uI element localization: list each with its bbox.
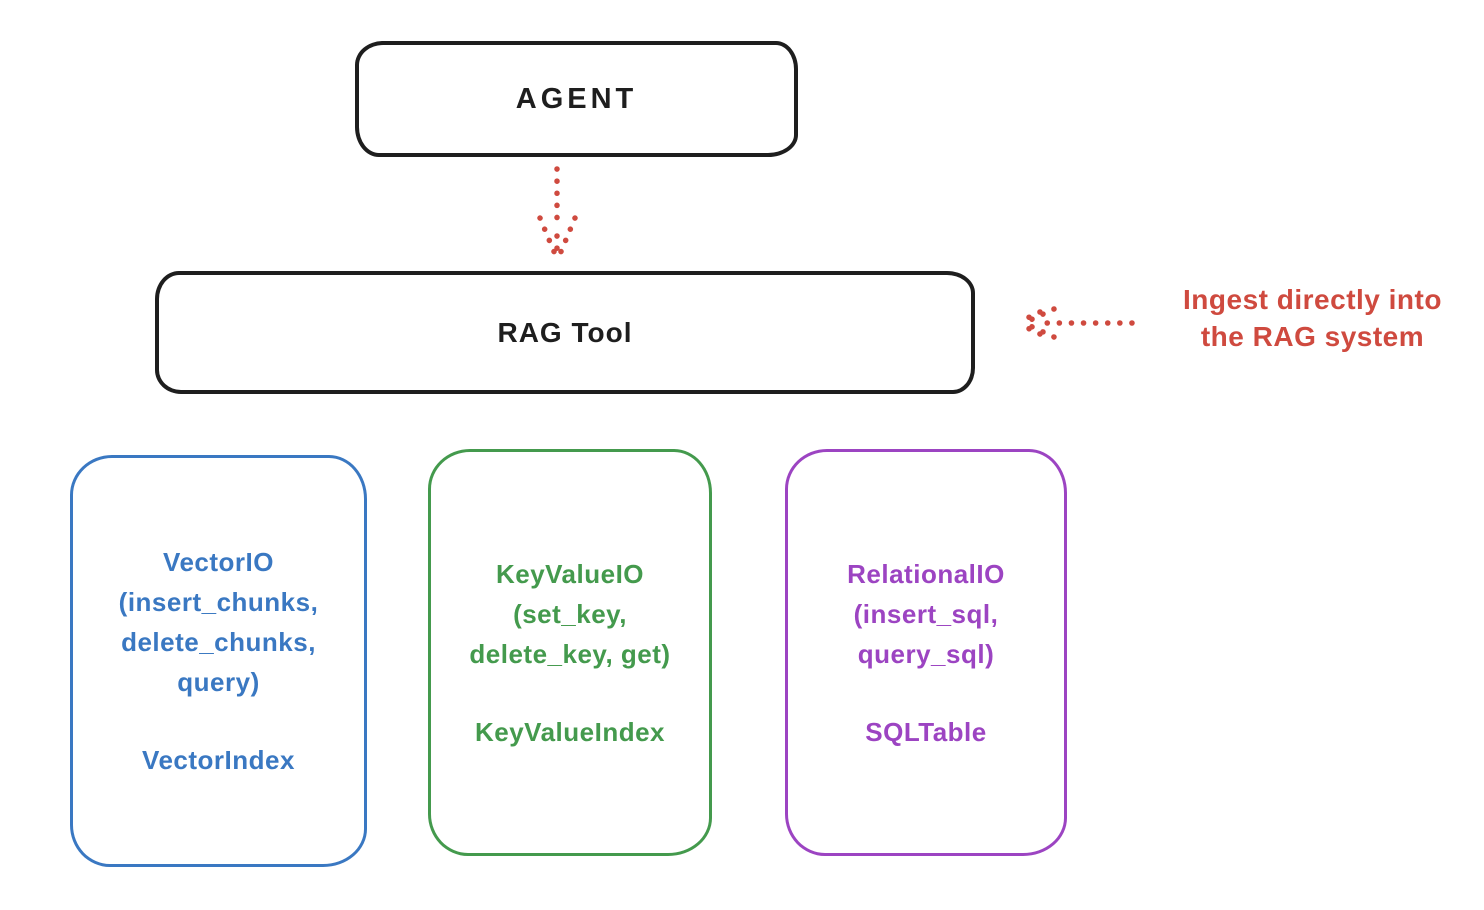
vector-io-line: query) bbox=[177, 667, 260, 697]
vector-io-box: VectorIO (insert_chunks, delete_chunks, … bbox=[70, 455, 367, 867]
agent-label: AGENT bbox=[515, 82, 638, 115]
keyvalue-io-line: delete_key, get) bbox=[469, 638, 671, 669]
vector-io-line: VectorIO bbox=[163, 547, 274, 577]
relational-io-line: RelationalIO bbox=[847, 558, 1005, 589]
relational-io-line: query_sql) bbox=[857, 638, 995, 669]
agent-to-ragtool-arrow-icon bbox=[537, 166, 578, 262]
ingest-annotation-line2: the RAG system bbox=[1200, 321, 1425, 352]
keyvalue-index-label: KeyValueIndex bbox=[474, 716, 666, 747]
rag-tool-label: RAG Tool bbox=[497, 316, 633, 348]
keyvalue-io-line: KeyValueIO bbox=[495, 558, 645, 589]
rag-tool-box: RAG Tool bbox=[155, 271, 975, 394]
ingest-annotation-line1: Ingest directly into bbox=[1183, 284, 1442, 315]
keyvalue-io-box: KeyValueIO (set_key, delete_key, get) Ke… bbox=[428, 449, 712, 856]
vector-io-line: delete_chunks, bbox=[121, 627, 316, 657]
keyvalue-io-line: (set_key, bbox=[513, 598, 627, 629]
relational-io-box: RelationalIO (insert_sql, query_sql) SQL… bbox=[785, 449, 1067, 856]
vector-io-line: (insert_chunks, bbox=[118, 587, 319, 617]
ingest-arrow-icon bbox=[1016, 306, 1135, 340]
vector-index-label: VectorIndex bbox=[142, 745, 295, 775]
agent-box: AGENT bbox=[355, 41, 798, 157]
sql-table-label: SQLTable bbox=[865, 716, 987, 747]
ingest-annotation: Ingest directly into the RAG system bbox=[1140, 281, 1484, 355]
relational-io-line: (insert_sql, bbox=[853, 598, 999, 629]
